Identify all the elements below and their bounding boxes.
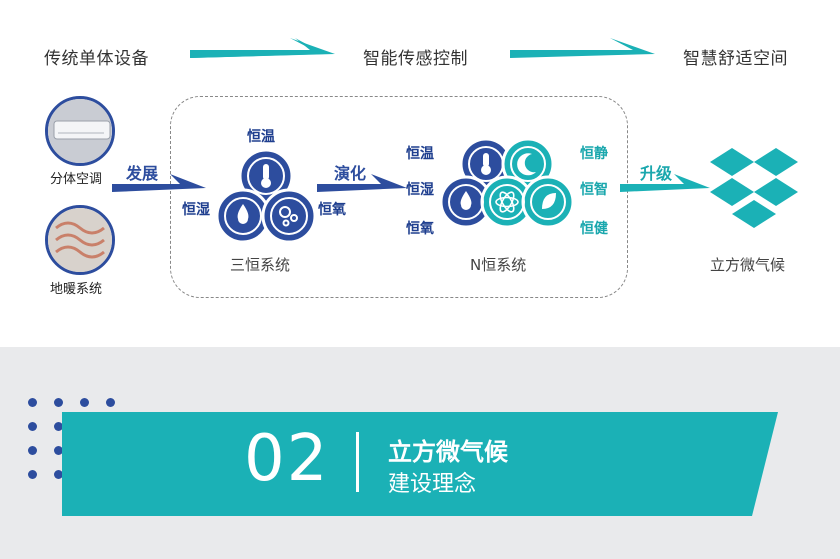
stage-traditional: 传统单体设备: [44, 49, 149, 69]
three-sys-oxygen-label: 恒氧: [318, 202, 346, 218]
n-system-label: N恒系统: [470, 256, 527, 274]
evolve-arrow: [317, 174, 407, 192]
stage-smart-sensing: 智能传感控制: [363, 49, 468, 69]
n-sys-right-3: 恒健: [580, 221, 608, 237]
upgrade-label: 升级: [640, 164, 673, 183]
n-sys-left-3: 恒氧: [406, 221, 434, 237]
n-system-cluster: [439, 137, 575, 229]
thermometer-icon: [261, 164, 271, 188]
upgrade-arrow: [620, 174, 710, 192]
bubbles-icon: [279, 206, 298, 227]
three-system-label: 三恒系统: [230, 256, 291, 274]
systems-container: [170, 96, 628, 298]
output-label: 立方微气候: [710, 256, 786, 274]
n-sys-right-2: 恒智: [580, 182, 608, 198]
droplet-icon: [237, 204, 249, 224]
section-subtitle: 建设理念: [388, 472, 477, 497]
floor-heating-label: 地暖系统: [50, 282, 103, 297]
moon-icon: [517, 153, 536, 176]
evolve-label: 演化: [334, 164, 367, 183]
develop-arrow: [112, 174, 206, 192]
leaf-icon: [542, 193, 556, 209]
thermometer-icon: [481, 153, 491, 175]
stage-smart-space: 智慧舒适空间: [683, 49, 788, 69]
n-sys-left-2: 恒湿: [406, 182, 434, 198]
cube-output-icon: [710, 148, 798, 228]
three-system-cluster: [215, 148, 317, 244]
n-sys-left-1: 恒温: [406, 146, 434, 162]
stage-arrow-2: [510, 38, 655, 58]
ac-label: 分体空调: [50, 172, 103, 187]
section-banner: [62, 412, 778, 516]
floor-heating-photo: [45, 205, 115, 275]
banner-divider: [356, 432, 359, 492]
droplet-icon: [460, 191, 472, 210]
three-sys-temp-label: 恒温: [247, 129, 275, 145]
atom-icon: [495, 191, 519, 213]
ac-unit-photo: [45, 96, 115, 166]
section-title: 立方微气候: [388, 438, 508, 466]
section-number: 02: [244, 422, 330, 496]
n-sys-right-1: 恒静: [580, 146, 608, 162]
three-sys-humidity-label: 恒湿: [182, 202, 210, 218]
develop-label: 发展: [126, 164, 159, 183]
stage-arrow-1: [190, 38, 335, 58]
